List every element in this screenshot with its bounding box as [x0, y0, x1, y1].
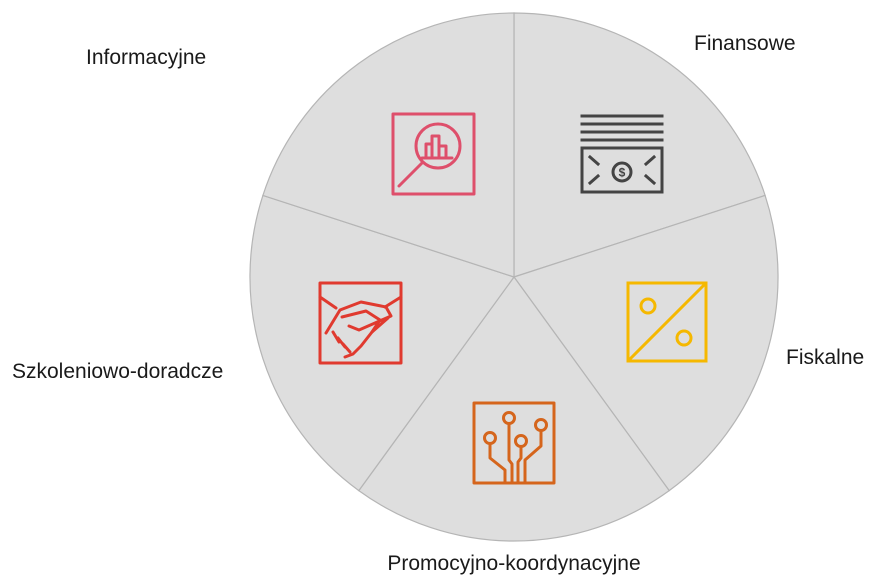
slice-finansowe	[513, 12, 766, 278]
svg-text:$: $	[619, 166, 626, 180]
slice-promocyjno	[357, 275, 671, 542]
segment-label-informacyjne: Informacyjne	[86, 46, 206, 69]
handshake-icon	[318, 281, 403, 365]
slice-szkoleniowo	[249, 194, 515, 492]
segment-label-szkoleniowo: Szkoleniowo-doradcze	[12, 360, 223, 383]
slice-informacyjne	[262, 12, 515, 278]
segment-label-promocyjno: Promocyjno-koordynacyjne	[387, 552, 640, 575]
slices	[249, 12, 779, 542]
circuit-icon	[472, 401, 556, 485]
money-bill-icon: $	[580, 114, 664, 194]
percent-icon	[626, 281, 708, 363]
segment-label-fiskalne: Fiskalne	[786, 346, 864, 369]
segment-label-finansowe: Finansowe	[694, 32, 796, 55]
magnifier-chart-icon	[391, 112, 476, 196]
